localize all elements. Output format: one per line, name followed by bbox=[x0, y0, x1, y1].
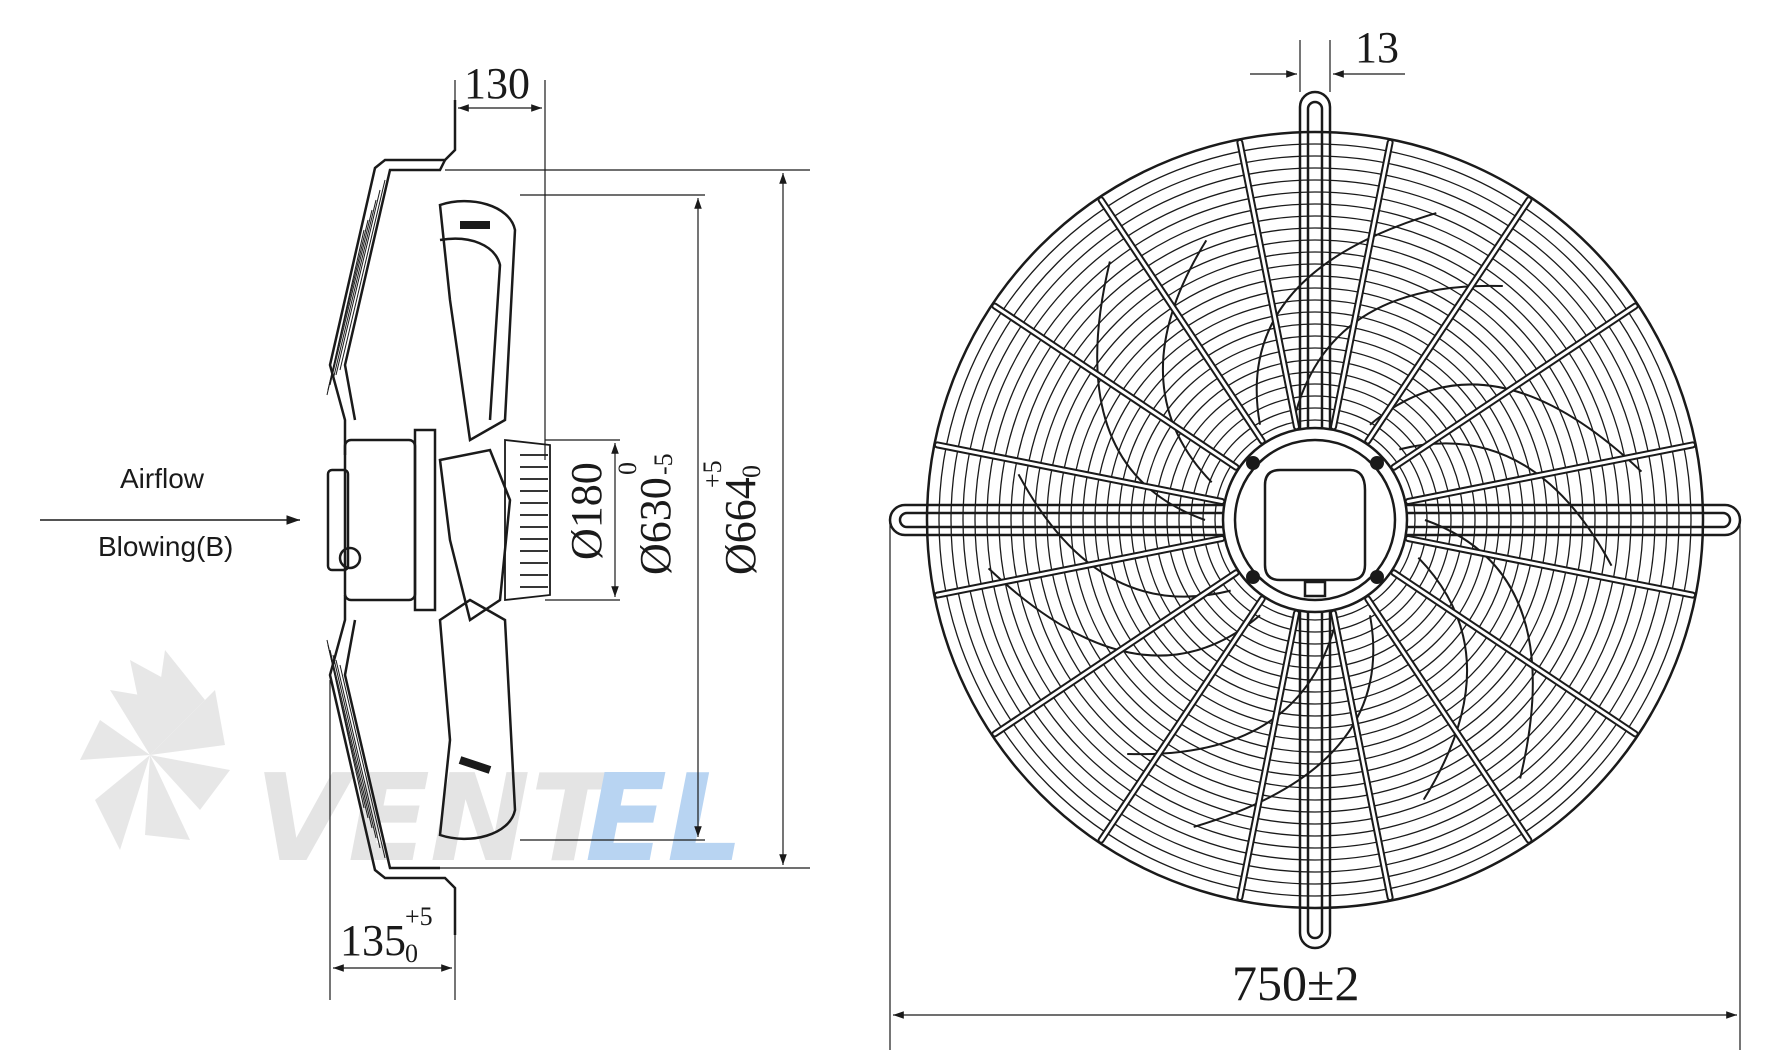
guard-ring bbox=[962, 167, 1668, 873]
impeller-blade-edge bbox=[1096, 261, 1206, 521]
guard-spoke-highlight bbox=[1366, 198, 1531, 443]
guard-ring bbox=[1022, 227, 1608, 813]
svg-text:Ø664: Ø664 bbox=[716, 477, 765, 575]
impeller-blade-edge bbox=[1255, 212, 1437, 425]
dim-depth-130: 130 bbox=[454, 59, 546, 460]
airflow-label: Airflow bbox=[120, 463, 205, 494]
guard-spoke-highlight bbox=[993, 304, 1238, 469]
front-view: 13 750±2 bbox=[888, 23, 1742, 1050]
guard-spoke-highlight bbox=[1406, 537, 1695, 597]
guard-ring bbox=[1118, 323, 1512, 717]
dim-guard-diameter: Ø664 +5 0 bbox=[440, 169, 810, 869]
svg-text:+5: +5 bbox=[698, 460, 727, 488]
svg-text:+5: +5 bbox=[405, 902, 433, 931]
watermark-text-part1: VENT bbox=[255, 750, 620, 889]
svg-text:13: 13 bbox=[1355, 23, 1399, 72]
guard-ring bbox=[986, 191, 1644, 849]
ventel-watermark: VENT EL bbox=[80, 650, 743, 889]
guard-spoke-highlight bbox=[993, 571, 1238, 736]
svg-text:Ø180: Ø180 bbox=[562, 462, 611, 560]
guard-ring bbox=[1058, 263, 1572, 777]
guard-spoke-highlight bbox=[1392, 304, 1637, 469]
blowing-mode-label: Blowing(B) bbox=[98, 531, 233, 562]
guard-grille-side bbox=[326, 179, 386, 859]
side-view: Airflow Blowing(B) bbox=[40, 59, 810, 1000]
impeller-blade-edge bbox=[987, 567, 1261, 657]
guard-ring bbox=[1010, 215, 1620, 825]
impeller-blades-side bbox=[438, 200, 517, 840]
svg-text:0: 0 bbox=[737, 465, 766, 478]
svg-text:750±2: 750±2 bbox=[1232, 955, 1359, 1011]
guard-ring bbox=[974, 179, 1656, 861]
svg-text:130: 130 bbox=[464, 59, 530, 108]
guard-spoke-highlight bbox=[1332, 611, 1392, 900]
guard-spoke-highlight bbox=[935, 537, 1224, 597]
guard-ring bbox=[1034, 239, 1596, 801]
guard-ring bbox=[1070, 275, 1560, 765]
guard-spoke-highlight bbox=[1238, 140, 1298, 429]
hub-bolts bbox=[1246, 456, 1384, 584]
watermark-fan-logo-icon bbox=[80, 650, 230, 850]
guard-ring bbox=[1154, 359, 1476, 681]
dim-impeller-diameter: Ø630 0 -5 bbox=[520, 194, 705, 841]
guard-ring bbox=[998, 203, 1632, 837]
svg-text:0: 0 bbox=[613, 462, 642, 475]
svg-text:Ø630: Ø630 bbox=[631, 477, 680, 575]
guard-spoke-highlight bbox=[1366, 597, 1531, 842]
guard-spoke-highlight bbox=[1392, 571, 1637, 736]
dim-overall-width-750: 750±2 bbox=[889, 520, 1741, 1050]
guard-spokes bbox=[933, 138, 1697, 902]
guard-ring bbox=[1214, 419, 1416, 621]
watermark-text-part2: EL bbox=[585, 750, 743, 889]
guard-ring bbox=[1106, 311, 1524, 729]
guard-ring bbox=[1142, 347, 1488, 693]
guard-ring bbox=[1166, 371, 1464, 669]
dim-hub-diameter: Ø180 bbox=[545, 439, 620, 601]
dim-overall-depth-135: 135 +5 0 bbox=[329, 680, 456, 1000]
guard-ring bbox=[1130, 335, 1500, 705]
guard-spoke-highlight bbox=[1406, 443, 1695, 503]
impeller-blade-edge bbox=[1193, 615, 1375, 828]
guard-ring bbox=[1094, 299, 1536, 741]
guard-spoke-highlight bbox=[1332, 140, 1392, 429]
svg-text:135: 135 bbox=[340, 916, 406, 965]
impeller-blade-edge bbox=[1161, 239, 1213, 483]
motor-fins bbox=[504, 438, 551, 602]
impeller-blade-edge bbox=[1369, 383, 1643, 473]
svg-text:-5: -5 bbox=[649, 453, 678, 475]
guard-spoke-highlight bbox=[1238, 611, 1298, 900]
dim-bar-width-13: 13 bbox=[1250, 23, 1405, 92]
wall-ring bbox=[328, 100, 457, 935]
guard-spoke-highlight bbox=[1099, 597, 1264, 842]
impeller-blade-edge bbox=[1424, 519, 1534, 779]
guard-ring bbox=[1190, 395, 1440, 645]
guard-ring bbox=[925, 130, 1705, 910]
guard-rings bbox=[925, 130, 1705, 910]
guard-ring bbox=[1178, 383, 1452, 657]
guard-ring bbox=[938, 143, 1692, 897]
guard-spoke-highlight bbox=[935, 443, 1224, 503]
svg-text:0: 0 bbox=[405, 939, 418, 968]
guard-ring bbox=[1082, 287, 1548, 753]
impeller-blade-edge bbox=[1417, 557, 1469, 801]
guard-ring bbox=[950, 155, 1680, 885]
guard-spoke-highlight bbox=[1099, 198, 1264, 443]
motor-hub-side bbox=[326, 428, 437, 612]
motor-hub-front bbox=[1221, 426, 1409, 614]
